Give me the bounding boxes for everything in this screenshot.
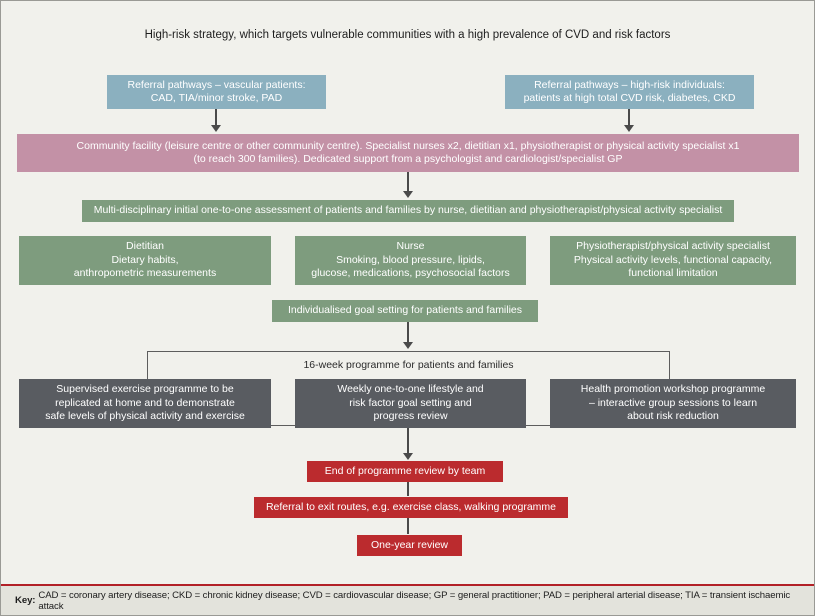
node-referral-vascular: Referral pathways – vascular patients: C… (107, 75, 326, 109)
key-label: Key: (15, 595, 36, 606)
page-title: High-risk strategy, which targets vulner… (144, 29, 671, 41)
node-end-review: End of programme review by team (307, 461, 503, 482)
key-text: CAD = coronary artery disease; CKD = chr… (38, 589, 791, 612)
connector-community-to-assessment (407, 172, 409, 194)
arrowhead-goal-to-programme (403, 342, 413, 349)
arrowhead-vascular-to-community (211, 125, 221, 132)
arrowhead-community-to-assessment (403, 191, 413, 198)
arrowhead-programme-to-end-review (403, 453, 413, 460)
connector-vascular-to-community (215, 109, 217, 128)
node-physio: Physiotherapist/physical activity specia… (550, 236, 796, 285)
programme-bracket-label: 16-week programme for patients and famil… (303, 359, 514, 371)
connector-highrisk-to-community (628, 109, 630, 128)
node-one-year-review: One-year review (357, 535, 462, 556)
arrowhead-highrisk-to-community (624, 125, 634, 132)
node-community-facility: Community facility (leisure centre or ot… (17, 134, 799, 172)
node-dietitian: Dietitian Dietary habits, anthropometric… (19, 236, 271, 285)
node-weekly-lifestyle: Weekly one-to-one lifestyle and risk fac… (295, 379, 526, 428)
key-legend: Key: CAD = coronary artery disease; CKD … (1, 584, 814, 615)
node-supervised-exercise: Supervised exercise programme to be repl… (19, 379, 271, 428)
node-nurse: Nurse Smoking, blood pressure, lipids, g… (295, 236, 526, 285)
connector-end-review-to-exit-routes (407, 482, 409, 496)
connector-programme-to-end-review (407, 428, 409, 454)
node-exit-routes: Referral to exit routes, e.g. exercise c… (254, 497, 568, 518)
node-health-promotion: Health promotion workshop programme – in… (550, 379, 796, 428)
connector-goal-to-programme (407, 322, 409, 344)
connector-exit-routes-to-one-year (407, 518, 409, 534)
node-referral-highrisk: Referral pathways – high-risk individual… (505, 75, 754, 109)
node-goal-setting: Individualised goal setting for patients… (272, 300, 538, 322)
node-assessment: Multi-disciplinary initial one-to-one as… (82, 200, 734, 222)
